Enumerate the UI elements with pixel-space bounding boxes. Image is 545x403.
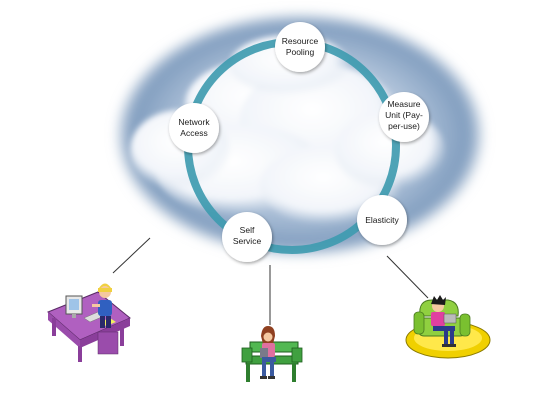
svg-text:Elasticity: Elasticity xyxy=(365,215,399,225)
connector-desk xyxy=(112,237,151,274)
person-at-desk-icon xyxy=(47,283,131,362)
connector-chair xyxy=(386,255,429,299)
node-label-line: Self xyxy=(240,225,255,235)
node-label-line: Access xyxy=(180,128,207,138)
node-label-line: Service xyxy=(233,236,262,246)
node-label-line: Elasticity xyxy=(365,215,399,225)
person-in-chair-icon xyxy=(405,295,491,359)
connectors xyxy=(112,237,429,325)
node-elasticity: Elasticity xyxy=(357,195,407,245)
person-on-bench-icon xyxy=(241,326,303,382)
node-label-line: Network xyxy=(178,117,210,127)
node-label-line: Measure xyxy=(387,99,420,109)
node-label-line: per-use) xyxy=(388,121,420,131)
node-label-line: Pooling xyxy=(286,47,315,57)
node-label-line: Resource xyxy=(282,36,319,46)
node-label-line: Unit (Pay- xyxy=(385,110,423,120)
